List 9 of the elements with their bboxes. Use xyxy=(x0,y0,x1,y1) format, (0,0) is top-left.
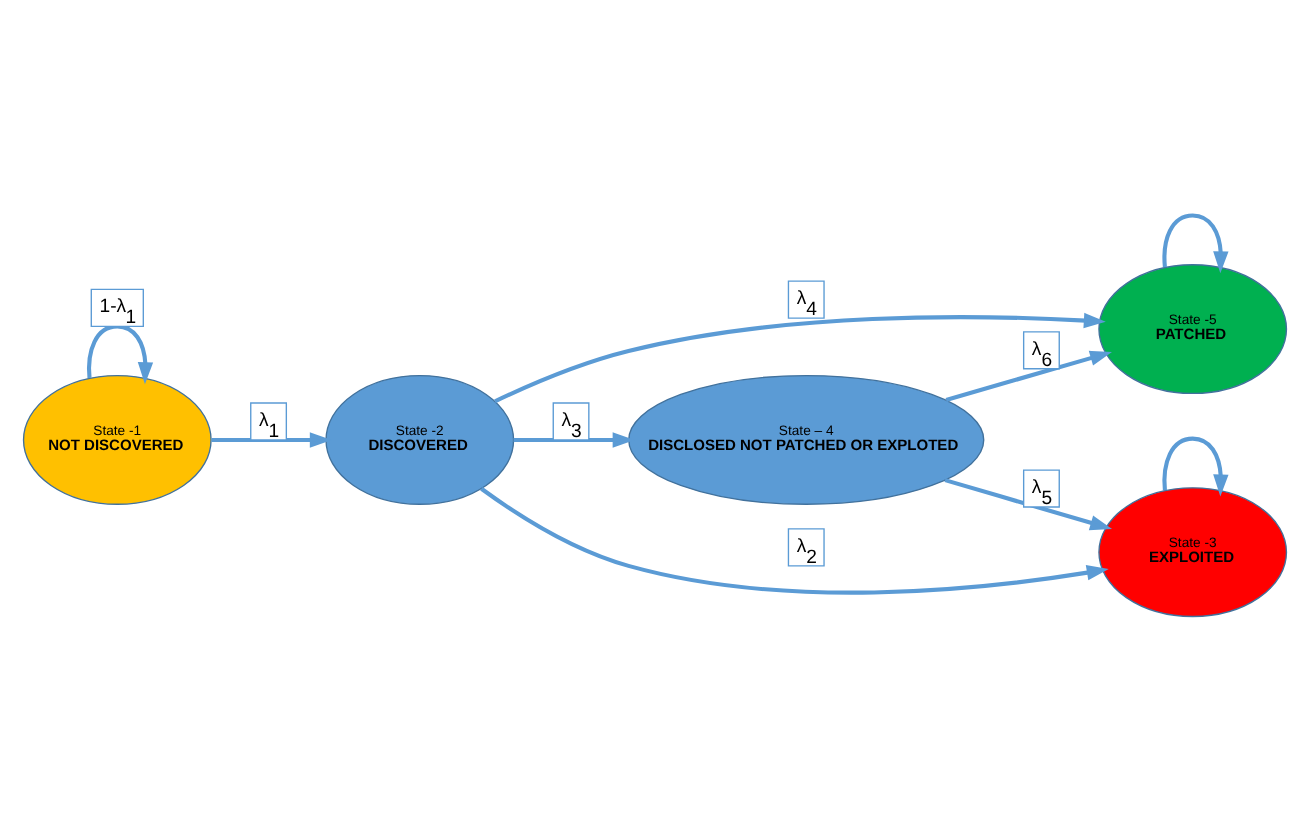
arrow xyxy=(87,324,154,385)
arrow xyxy=(1162,213,1229,274)
arrow xyxy=(480,487,1109,595)
arrow xyxy=(211,432,332,448)
arrow xyxy=(945,350,1112,402)
arrow xyxy=(1162,436,1229,497)
arrow xyxy=(944,478,1113,531)
arrow xyxy=(494,312,1106,404)
arrow xyxy=(513,432,635,448)
